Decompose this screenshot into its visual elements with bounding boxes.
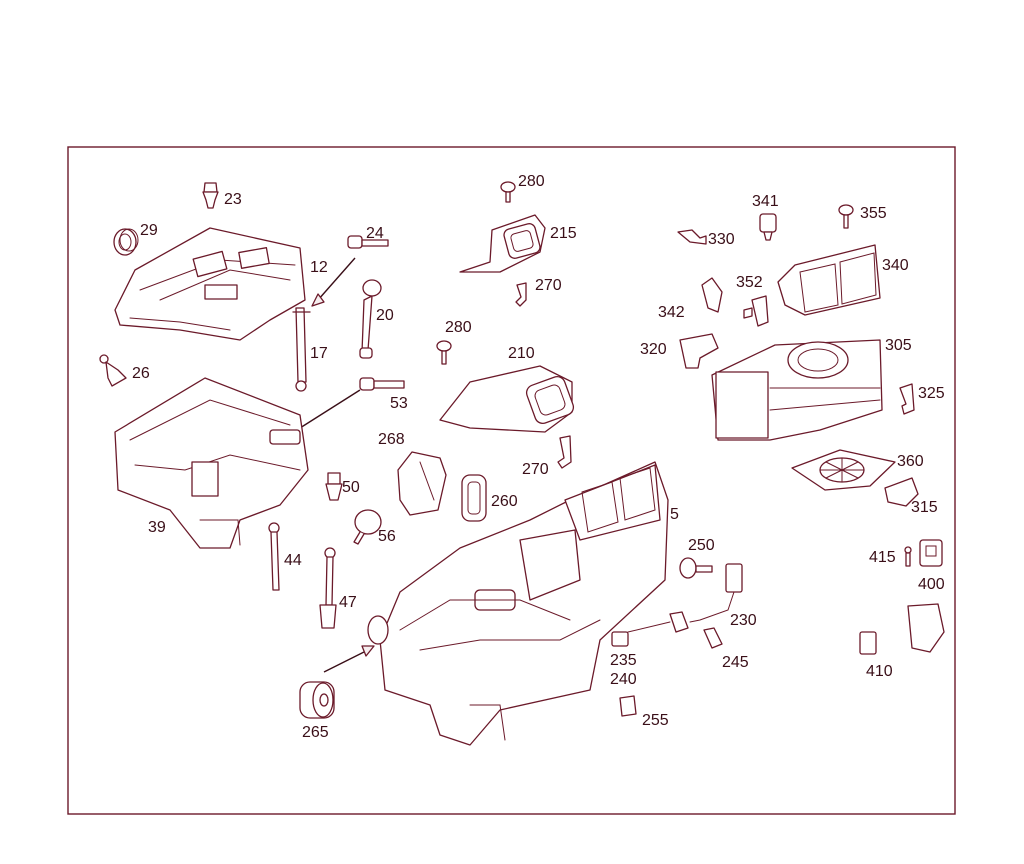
- callout-280-top: 280: [518, 173, 545, 190]
- callout-215: 215: [550, 225, 577, 242]
- callout-17: 17: [310, 345, 328, 362]
- callout-305: 305: [885, 337, 912, 354]
- part-340-filter-housing: [777, 244, 881, 316]
- part-23-clip: [202, 182, 219, 209]
- part-280-screw-mid: [436, 340, 452, 365]
- callout-labels: 23 29 24 12 20 17 26 53 39 50 56 44 47 2…: [132, 173, 945, 741]
- callout-325: 325: [918, 385, 945, 402]
- callout-26: 26: [132, 365, 150, 382]
- callout-240: 240: [610, 671, 637, 688]
- callout-250: 250: [688, 537, 715, 554]
- callout-230: 230: [730, 612, 757, 629]
- callout-342: 342: [658, 304, 685, 321]
- diagram-frame: [67, 146, 956, 815]
- part-5-main-housing: [367, 461, 669, 746]
- part-20-linkage: [359, 279, 382, 359]
- callout-280-mid: 280: [445, 319, 472, 336]
- part-410-plate: [859, 631, 877, 655]
- callout-352: 352: [736, 274, 763, 291]
- callout-255: 255: [642, 712, 669, 729]
- part-17-rod: [292, 307, 311, 392]
- part-400-resistor-block: [907, 603, 945, 653]
- leader-53: [299, 389, 361, 429]
- callout-235: 235: [610, 652, 637, 669]
- callout-265: 265: [302, 724, 329, 741]
- part-320-flap: [679, 333, 719, 369]
- callout-47: 47: [339, 594, 357, 611]
- callout-400: 400: [918, 576, 945, 593]
- callout-23: 23: [224, 191, 242, 208]
- callout-29: 29: [140, 222, 158, 239]
- part-235-connector: [611, 631, 629, 647]
- callout-12: 12: [310, 259, 328, 276]
- part-270-clip-upper: [515, 282, 527, 307]
- callout-56: 56: [378, 528, 396, 545]
- callout-268: 268: [378, 431, 405, 448]
- part-280-screw-top: [500, 181, 516, 203]
- part-325-clip: [899, 383, 915, 415]
- callout-210: 210: [508, 345, 535, 362]
- part-265-motor: [299, 681, 335, 719]
- callout-315: 315: [911, 499, 938, 516]
- part-400-relay: [919, 539, 943, 567]
- callout-360: 360: [897, 453, 924, 470]
- part-12-upper-housing: [114, 227, 306, 341]
- callout-341: 341: [752, 193, 779, 210]
- part-360-fan-plate: [791, 449, 896, 491]
- callout-320: 320: [640, 341, 667, 358]
- part-305-blower-housing: [711, 339, 883, 441]
- part-56-cap: [353, 509, 382, 545]
- part-315-clip: [884, 477, 919, 507]
- callout-53: 53: [390, 395, 408, 412]
- callout-24: 24: [366, 225, 384, 242]
- part-330-clip: [677, 229, 707, 245]
- callout-245: 245: [722, 654, 749, 671]
- part-230-sensor: [627, 563, 743, 633]
- callout-340: 340: [882, 257, 909, 274]
- callout-270-upper: 270: [535, 277, 562, 294]
- part-47-rod: [319, 547, 337, 629]
- part-341-bracket: [759, 213, 777, 241]
- part-24-pin: [347, 235, 389, 249]
- arrow-265: [361, 645, 375, 657]
- callout-260: 260: [491, 493, 518, 510]
- part-415-pin: [904, 546, 912, 567]
- callout-330: 330: [708, 231, 735, 248]
- part-352-actuator: [743, 295, 769, 327]
- part-342-lever: [701, 277, 723, 313]
- part-255-clip: [619, 695, 637, 717]
- part-29-grommet: [113, 228, 139, 256]
- part-53-connector: [359, 377, 405, 391]
- callout-5: 5: [670, 506, 679, 523]
- part-260-seal: [461, 474, 487, 522]
- callout-39: 39: [148, 519, 166, 536]
- part-50-clip: [325, 472, 343, 501]
- part-250-grommet: [679, 557, 713, 579]
- callout-415: 415: [869, 549, 896, 566]
- callout-20: 20: [376, 307, 394, 324]
- part-355-screw: [838, 204, 854, 229]
- part-268-cover: [397, 451, 447, 516]
- callout-355: 355: [860, 205, 887, 222]
- part-44-rod: [268, 522, 280, 591]
- part-26-bracket: [99, 354, 127, 387]
- part-245-clip: [703, 627, 723, 649]
- part-210-duct: [439, 365, 575, 433]
- part-215-duct: [459, 214, 546, 273]
- leader-265: [323, 649, 369, 673]
- part-270-clip-lower: [557, 435, 572, 469]
- callout-410: 410: [866, 663, 893, 680]
- part-39-lower-housing: [114, 377, 309, 549]
- callout-50: 50: [342, 479, 360, 496]
- callout-44: 44: [284, 552, 302, 569]
- leader-12: [317, 257, 356, 301]
- arrow-12: [311, 293, 325, 307]
- callout-270-lower: 270: [522, 461, 549, 478]
